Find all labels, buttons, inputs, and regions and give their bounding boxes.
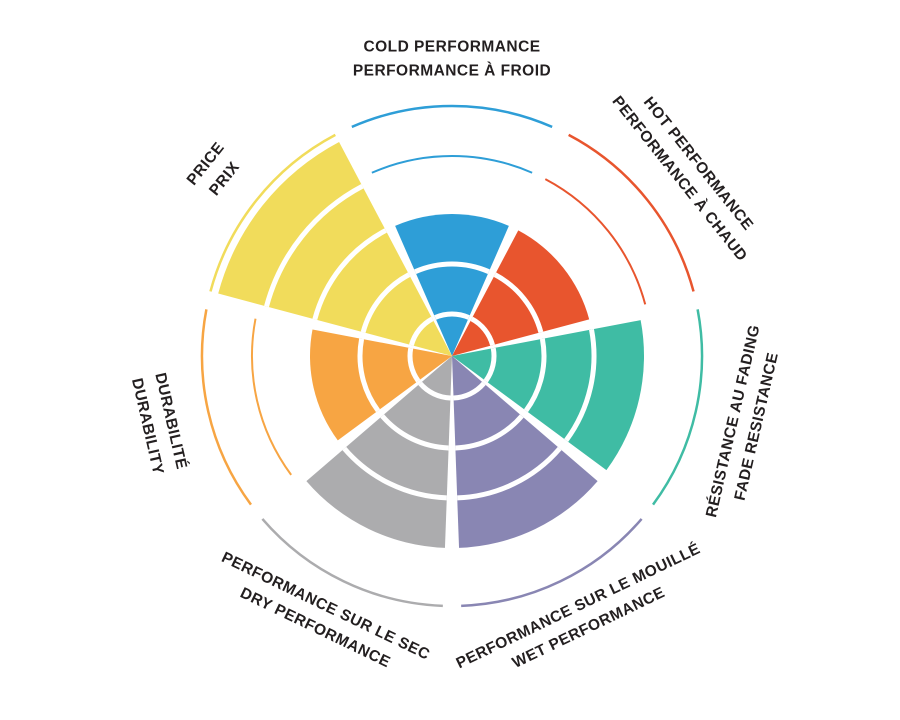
ring-arc-cold: [371, 155, 533, 174]
ring-divider-wet: [453, 381, 486, 401]
wedge-cold: [395, 214, 509, 356]
ring-arc-hot: [544, 178, 647, 305]
ring-arc-durability: [251, 318, 292, 476]
ring-divider-price: [360, 272, 411, 333]
wedge-durability: [310, 329, 452, 441]
ring-divider-durability: [407, 347, 421, 383]
outer-arc-cold: [351, 104, 553, 129]
ring-divider-durability: [357, 338, 381, 413]
ring-divider-dry: [418, 381, 451, 401]
ring-divider-wet: [457, 446, 562, 501]
ring-divider-dry: [380, 414, 449, 451]
ring-divider-price: [312, 228, 387, 320]
wedge-wet: [452, 356, 598, 548]
ring-divider-hot: [470, 316, 495, 346]
outer-arc-hot: [568, 133, 695, 292]
outer-arc-price: [209, 133, 336, 292]
ring-divider-price: [409, 316, 434, 346]
outer-arc-fade: [652, 309, 704, 506]
wedge-price: [218, 141, 452, 356]
ring-divider-cold: [434, 311, 470, 320]
ring-divider-price: [264, 183, 364, 308]
outer-arc-wet: [461, 518, 643, 608]
ring-divider-fade: [483, 347, 497, 383]
ring-divider-hot: [493, 272, 544, 333]
ring-divider-dry: [342, 446, 447, 501]
outer-arc-dry: [261, 518, 443, 608]
ring-divider-wet: [455, 414, 524, 451]
wedge-dry: [306, 356, 452, 548]
ring-divider-fade: [523, 338, 547, 413]
ring-divider-cold: [414, 261, 490, 275]
outer-arc-durability: [200, 309, 252, 506]
ring-divider-fade: [564, 329, 597, 442]
